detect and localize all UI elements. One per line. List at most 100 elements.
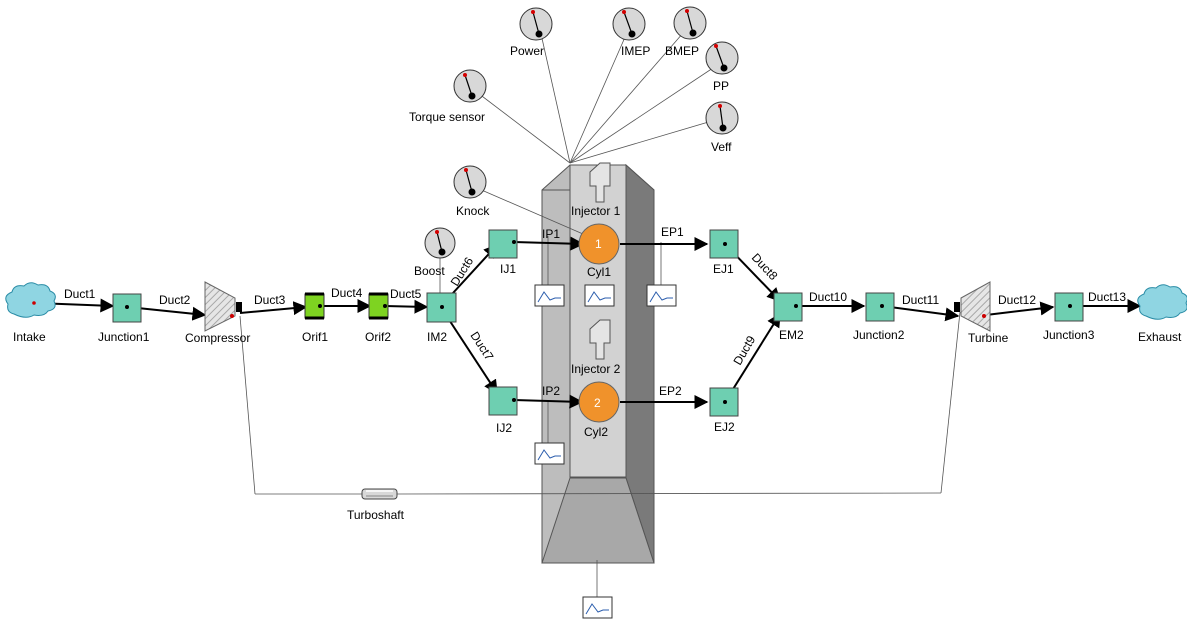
- turbine[interactable]: Turbine: [954, 281, 1009, 345]
- gauge-sensor-icon: [612, 7, 646, 41]
- duct12-pipe: [985, 301, 1055, 316]
- sensor-wires: [239, 24, 961, 598]
- junction1-label: Junction1: [98, 330, 150, 344]
- orif1[interactable]: Orif1: [302, 292, 328, 344]
- ij2-junction[interactable]: IJ2: [488, 386, 518, 435]
- duct2-label: Duct2: [159, 293, 191, 307]
- compressor-label: Compressor: [185, 331, 250, 345]
- ep1-label: EP1: [661, 225, 684, 239]
- junction2[interactable]: Junction2: [853, 292, 905, 342]
- power-label: Power: [510, 44, 544, 58]
- cyl2-label: Cyl2: [584, 425, 608, 439]
- duct10-label: Duct10: [809, 290, 847, 304]
- duct5-label: Duct5: [390, 287, 422, 301]
- knock-label: Knock: [456, 204, 490, 218]
- gauge-sensor-icon: [705, 41, 739, 75]
- gauge-sensor-icon: [519, 7, 553, 41]
- gauge-sensor-icon: [673, 6, 707, 40]
- ej2-label: EJ2: [714, 420, 735, 434]
- duct7-label: Duct7: [467, 329, 496, 363]
- duct11-label: Duct11: [902, 293, 939, 307]
- duct13-label: Duct13: [1088, 290, 1126, 304]
- gauge-imep[interactable]: IMEP: [612, 7, 650, 58]
- gauge-sensor-icon: [453, 69, 487, 103]
- plot-monitor-icon: [534, 442, 565, 465]
- junction3-label: Junction3: [1043, 328, 1095, 342]
- ij2-label: IJ2: [496, 421, 512, 435]
- exhaust-label: Exhaust: [1138, 330, 1182, 344]
- turboshaft[interactable]: Turboshaft: [347, 488, 405, 522]
- cyl1-number: 1: [595, 237, 602, 251]
- exhaust-boundary[interactable]: Exhaust: [1137, 284, 1187, 344]
- cyl2-number: 2: [594, 396, 601, 410]
- engine-block[interactable]: [541, 163, 655, 564]
- duct8-label: Duct8: [749, 250, 781, 283]
- injector1-label: Injector 1: [571, 204, 621, 218]
- plot-monitor-ip1[interactable]: [534, 284, 565, 307]
- duct1-label: Duct1: [64, 287, 96, 301]
- bmep-label: BMEP: [665, 44, 699, 58]
- intake-boundary[interactable]: Intake: [5, 282, 56, 344]
- duct3-label: Duct3: [254, 293, 286, 307]
- injector2[interactable]: Injector 2: [571, 319, 621, 376]
- ip1-label: IP1: [542, 227, 560, 241]
- boost-label: Boost: [414, 264, 445, 278]
- duct11-pipe: [881, 305, 960, 322]
- orif1-label: Orif1: [302, 330, 328, 344]
- plot-monitor-icon: [534, 284, 565, 307]
- plot-monitor-engine[interactable]: [582, 596, 613, 619]
- injector1[interactable]: Injector 1: [571, 162, 621, 218]
- intake-label: Intake: [13, 330, 46, 344]
- cylinder-1[interactable]: 1 Cyl1: [578, 223, 620, 279]
- plot-monitor-cyl1[interactable]: [584, 284, 615, 307]
- duct9-label: Duct9: [730, 333, 758, 367]
- torque-label: Torque sensor: [409, 110, 485, 124]
- duct12-label: Duct12: [998, 293, 1036, 307]
- im2-label: IM2: [427, 330, 447, 344]
- ip1-pipe: [513, 236, 585, 251]
- gauge-bmep[interactable]: BMEP: [665, 6, 707, 58]
- plot-monitor-ep1[interactable]: [646, 284, 677, 307]
- em2-junction[interactable]: EM2: [773, 292, 804, 342]
- pp-label: PP: [713, 79, 729, 93]
- ej2-junction[interactable]: EJ2: [709, 387, 739, 434]
- ij1-label: IJ1: [500, 262, 516, 276]
- orif2[interactable]: Orif2: [365, 292, 391, 344]
- junction3[interactable]: Junction3: [1043, 292, 1095, 342]
- junction1[interactable]: Junction1: [98, 293, 150, 344]
- ip2-label: IP2: [542, 384, 560, 398]
- im2-junction[interactable]: IM2: [426, 292, 457, 344]
- em2-label: EM2: [779, 328, 804, 342]
- gauge-torque[interactable]: Torque sensor: [409, 69, 487, 124]
- duct4-label: Duct4: [331, 286, 363, 300]
- gauge-sensor-icon: [453, 165, 487, 199]
- plot-monitor-icon: [584, 284, 615, 307]
- ej1-junction[interactable]: EJ1: [709, 229, 739, 276]
- ep2-label: EP2: [659, 384, 682, 398]
- gauge-power[interactable]: Power: [510, 7, 553, 58]
- turbine-label: Turbine: [968, 331, 1009, 345]
- imep-label: IMEP: [621, 44, 650, 58]
- duct9-pipe: [724, 312, 781, 403]
- duct3-pipe: [239, 301, 308, 316]
- plot-monitor-ip2[interactable]: [534, 442, 565, 465]
- plot-monitor-icon: [582, 596, 613, 619]
- ip2-pipe: [513, 394, 584, 409]
- injector2-label: Injector 2: [571, 362, 621, 376]
- orif2-label: Orif2: [365, 330, 391, 344]
- ij1-junction[interactable]: IJ1: [488, 229, 518, 276]
- cylinder-2[interactable]: 2 Cyl2: [578, 381, 620, 439]
- gauge-sensor-icon: [424, 227, 456, 259]
- plot-monitor-icon: [646, 284, 677, 307]
- turboshaft-label: Turboshaft: [347, 508, 405, 522]
- duct7-pipe: [441, 308, 498, 395]
- gauge-sensor-icon: [705, 101, 739, 135]
- gauge-pp[interactable]: PP: [705, 41, 739, 93]
- cloud-boundary-icon: [1137, 284, 1187, 320]
- duct5-pipe: [384, 299, 429, 314]
- gauge-veff[interactable]: Veff: [705, 101, 739, 154]
- cloud-boundary-icon: [5, 282, 56, 318]
- compressor[interactable]: Compressor: [185, 281, 250, 345]
- gauge-knock[interactable]: Knock: [453, 165, 490, 218]
- gauge-boost[interactable]: Boost: [414, 227, 456, 278]
